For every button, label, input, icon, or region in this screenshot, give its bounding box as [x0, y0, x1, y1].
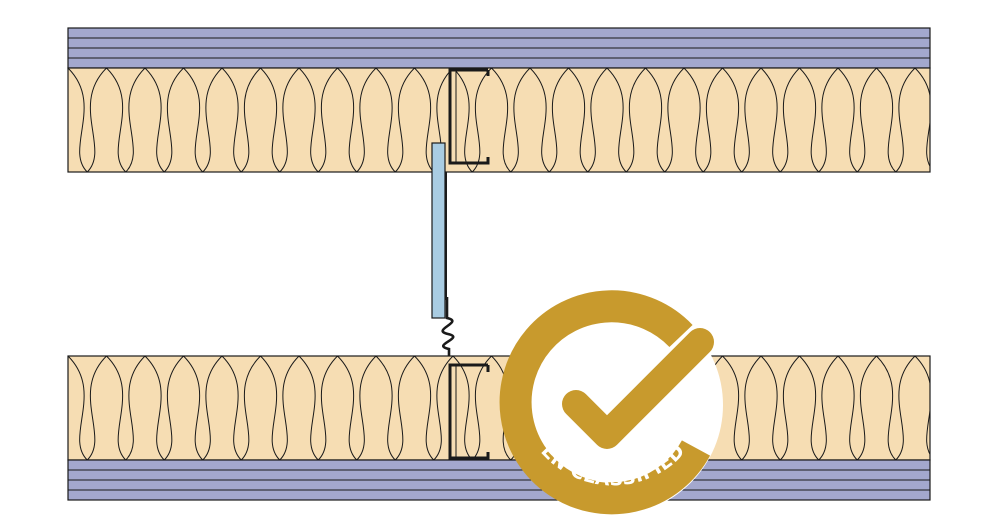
en-classified-badge: EN CLASSIFIED [499, 290, 723, 515]
bottom-insulation-rect [67, 355, 931, 461]
resilient-connector [441, 297, 455, 357]
top-plasterboard [67, 27, 931, 69]
top-insulation [67, 67, 931, 173]
bottom-steel-stud [448, 363, 490, 460]
checkmark-icon [562, 328, 714, 449]
top-insulation-rect [67, 67, 931, 173]
bottom-plasterboard [67, 459, 931, 501]
top-steel-stud [448, 68, 490, 165]
badge-ring [499, 290, 711, 515]
vertical-board [431, 142, 446, 319]
